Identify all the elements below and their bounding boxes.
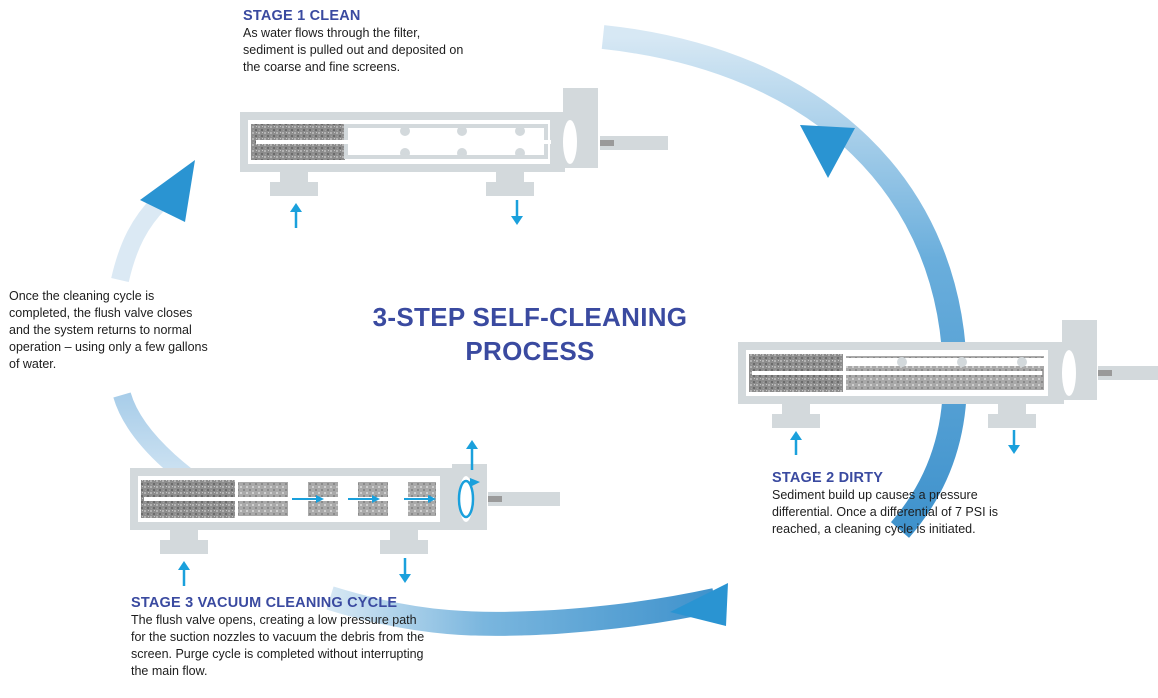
- title-line-2: PROCESS: [465, 336, 595, 366]
- stage-2-block: STAGE 2 DIRTY Sediment build up causes a…: [772, 469, 1072, 538]
- stage-3-block: STAGE 3 VACUUM CLEANING CYCLE The flush …: [131, 594, 571, 680]
- arrowhead-bottom: [670, 583, 728, 626]
- stage-2-title: STAGE 2 DIRTY: [772, 470, 884, 486]
- stage-3-description: The flush valve opens, creating a low pr…: [131, 613, 425, 678]
- stage-1-block: STAGE 1 CLEAN As water flows through the…: [243, 7, 573, 76]
- arrowhead-left: [140, 160, 195, 222]
- stage-1-title: STAGE 1 CLEAN: [243, 8, 361, 24]
- diagram-title: 3-STEP SELF-CLEANING PROCESS: [300, 300, 760, 368]
- inlet-leg: [170, 530, 198, 542]
- return-note: Once the cleaning cycle is completed, th…: [9, 289, 208, 371]
- inlet-leg: [782, 404, 810, 416]
- arc-bottom: [326, 586, 718, 636]
- filter-stage-3: [130, 440, 560, 586]
- stage-3-title: STAGE 3 VACUUM CLEANING CYCLE: [131, 595, 398, 611]
- outlet-leg: [998, 404, 1026, 416]
- arc-upper-left: [111, 195, 167, 283]
- inlet-leg: [280, 172, 308, 184]
- arrowhead-right: [800, 125, 855, 178]
- stage-1-description: As water flows through the filter, sedim…: [243, 26, 464, 74]
- filter-stage-2: [738, 320, 1158, 455]
- outlet-leg: [496, 172, 524, 184]
- stage-2-description: Sediment build up causes a pressure diff…: [772, 488, 999, 536]
- filter-stage-1: [240, 88, 668, 228]
- outlet-leg: [390, 530, 418, 542]
- arc-right: [601, 25, 968, 538]
- title-line-1: 3-STEP SELF-CLEANING: [372, 302, 688, 332]
